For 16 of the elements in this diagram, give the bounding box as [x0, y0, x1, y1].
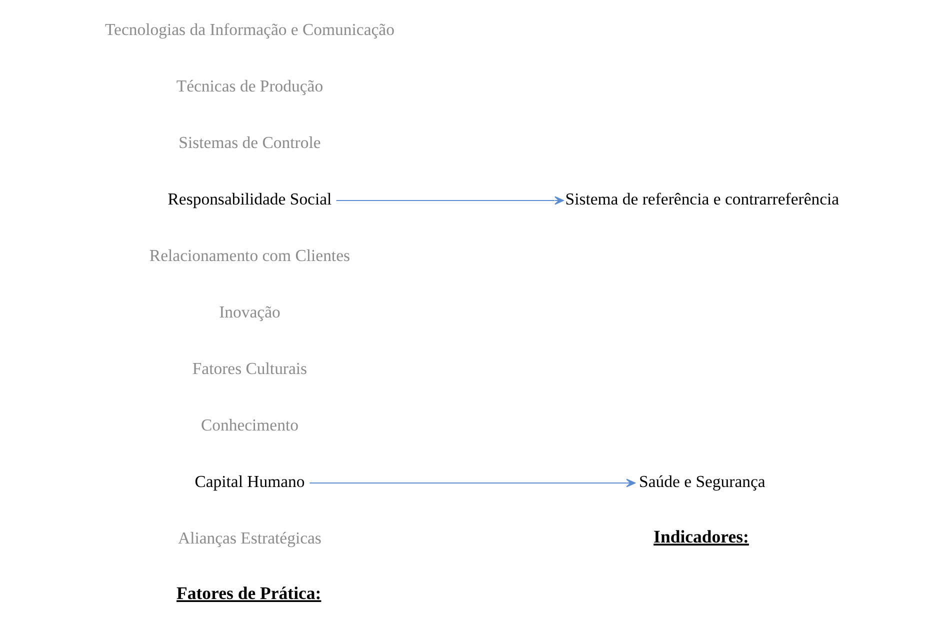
label: Fatores de Prática: [176, 583, 321, 604]
node-text: Tecnologias da Informação e Comunicação [104, 20, 394, 40]
node-text: Conhecimento [200, 415, 298, 434]
node-text: Técnicas de Produção [176, 76, 323, 96]
arrow [336, 196, 564, 205]
node-text: Alianças Estratégicas [178, 528, 321, 548]
node-text: Capital Humano [194, 472, 304, 491]
node-text: Sistema de referência e contrarreferência [564, 189, 839, 208]
label: Indicadores: [653, 526, 748, 547]
node-text: Responsabilidade Social [167, 189, 332, 208]
node-text: Inovação [218, 302, 280, 322]
arrow [309, 478, 635, 488]
node-text: Fatores Culturais [192, 358, 307, 378]
node-text: Relacionamento com Clientes [148, 246, 350, 265]
node-text: Saúde e Segurança [638, 472, 765, 491]
node-text: Sistemas de Controle [178, 133, 320, 152]
